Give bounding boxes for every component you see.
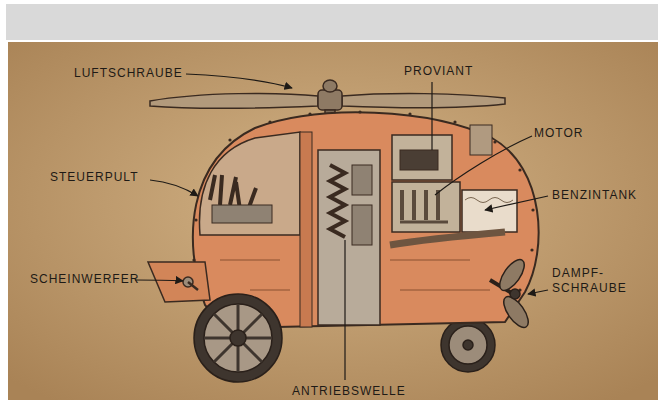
body-part-part — [493, 140, 496, 143]
body-part — [199, 132, 300, 235]
rotor-part — [150, 93, 318, 108]
leader-lines-part — [528, 290, 548, 294]
body-part — [400, 150, 438, 170]
steam-propeller-part — [510, 289, 520, 299]
front-wheel-part — [194, 294, 282, 382]
body-part — [402, 190, 438, 220]
body-part-part — [192, 258, 195, 261]
body-part-part — [531, 208, 534, 211]
part-label: ANTRIEBSWELLE — [292, 384, 406, 399]
part-label: SCHEINWERFER — [30, 272, 139, 287]
leader-lines — [135, 74, 548, 380]
body-part-part — [453, 120, 456, 123]
part-label: MOTOR — [534, 126, 583, 141]
body-part — [465, 198, 513, 203]
rear-wheel-part — [441, 318, 495, 372]
body-part — [470, 125, 492, 155]
body-part — [318, 150, 380, 325]
body-part — [352, 165, 372, 195]
rear-wheel-part — [463, 340, 473, 350]
body-part-part — [308, 112, 311, 115]
rotor-part — [318, 90, 342, 110]
body-part — [300, 132, 312, 327]
body-part — [392, 135, 452, 180]
headlight — [148, 262, 210, 302]
body-part-part — [530, 248, 533, 251]
body-part-part — [194, 218, 197, 221]
body-part — [220, 260, 490, 290]
body-part — [400, 221, 448, 224]
body-part-part — [358, 110, 361, 113]
part-label: LUFTSCHRAUBE — [74, 66, 183, 81]
body-part — [330, 165, 345, 237]
leader-lines-part — [435, 136, 532, 195]
leader-lines-part — [150, 180, 198, 196]
leader-lines-part — [186, 74, 292, 88]
rotor-part — [342, 94, 505, 108]
headlight-part — [148, 262, 210, 302]
headlight-part — [188, 282, 198, 290]
body-part — [462, 190, 517, 232]
leader-lines-part — [135, 280, 183, 281]
part-label: PROVIANT — [404, 64, 473, 79]
body-part — [212, 205, 272, 223]
front-wheel-part — [204, 304, 272, 372]
body-part-part — [408, 112, 411, 115]
front-wheel-part — [204, 304, 272, 372]
body-part — [192, 110, 534, 296]
leader-lines-part — [344, 240, 345, 380]
body-part — [390, 232, 505, 245]
background-part — [8, 42, 658, 400]
part-label: DAMPF- SCHRAUBE — [552, 266, 634, 296]
steam-propeller — [490, 256, 533, 332]
background-part — [6, 4, 658, 40]
body-part-part — [268, 120, 271, 123]
front-wheel-part — [230, 330, 246, 346]
body-part-part — [228, 138, 231, 141]
leader-lines-part — [431, 82, 432, 150]
front-wheel — [194, 294, 282, 382]
rear-wheel-part — [449, 326, 487, 364]
leader-lines-part — [485, 196, 548, 210]
body-part — [352, 205, 372, 245]
body-part — [392, 182, 460, 232]
part-label: BENZINTANK — [552, 188, 637, 203]
body-part-part — [518, 168, 521, 171]
part-label: STEUERPULT — [50, 170, 138, 185]
rotor-part — [323, 80, 337, 92]
steam-propeller-part — [495, 256, 529, 295]
